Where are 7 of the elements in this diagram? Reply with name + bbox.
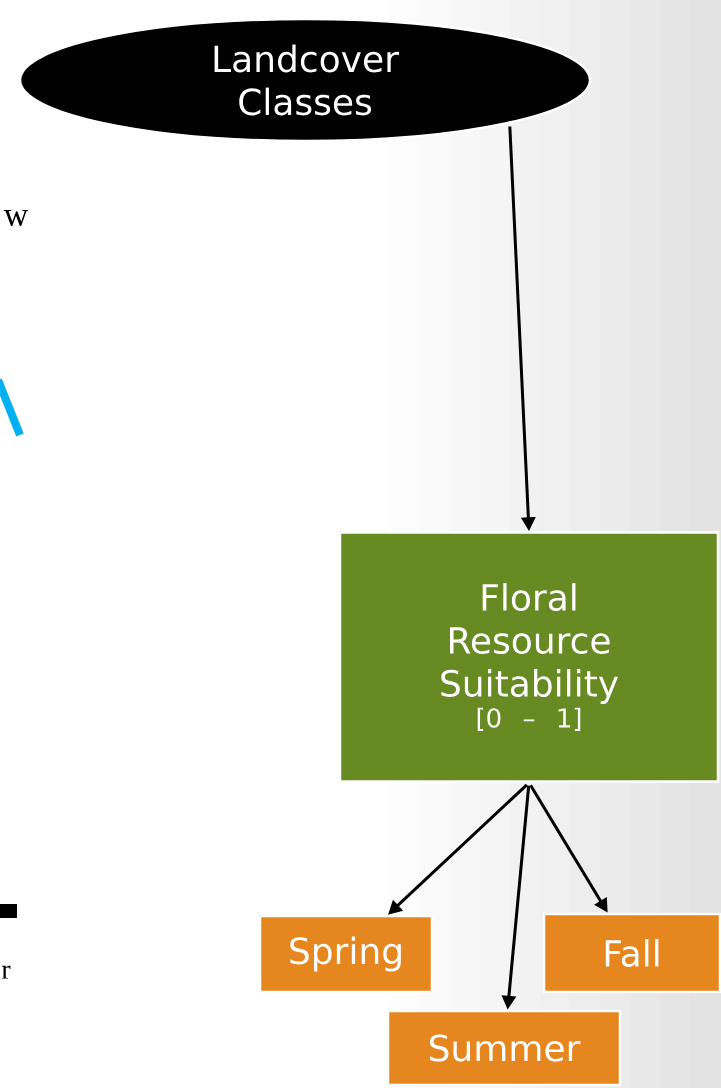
process-box: Summer [386, 1009, 622, 1087]
text-fragment: w [3, 210, 29, 226]
process-box: Fall [542, 912, 721, 994]
text-fragment: r [1, 965, 11, 979]
process-box: Floral Resource Suitability [0 – 1] [338, 531, 720, 783]
process-box: Spring [258, 914, 434, 994]
ellipse-node: Landcover Classes [18, 17, 592, 143]
